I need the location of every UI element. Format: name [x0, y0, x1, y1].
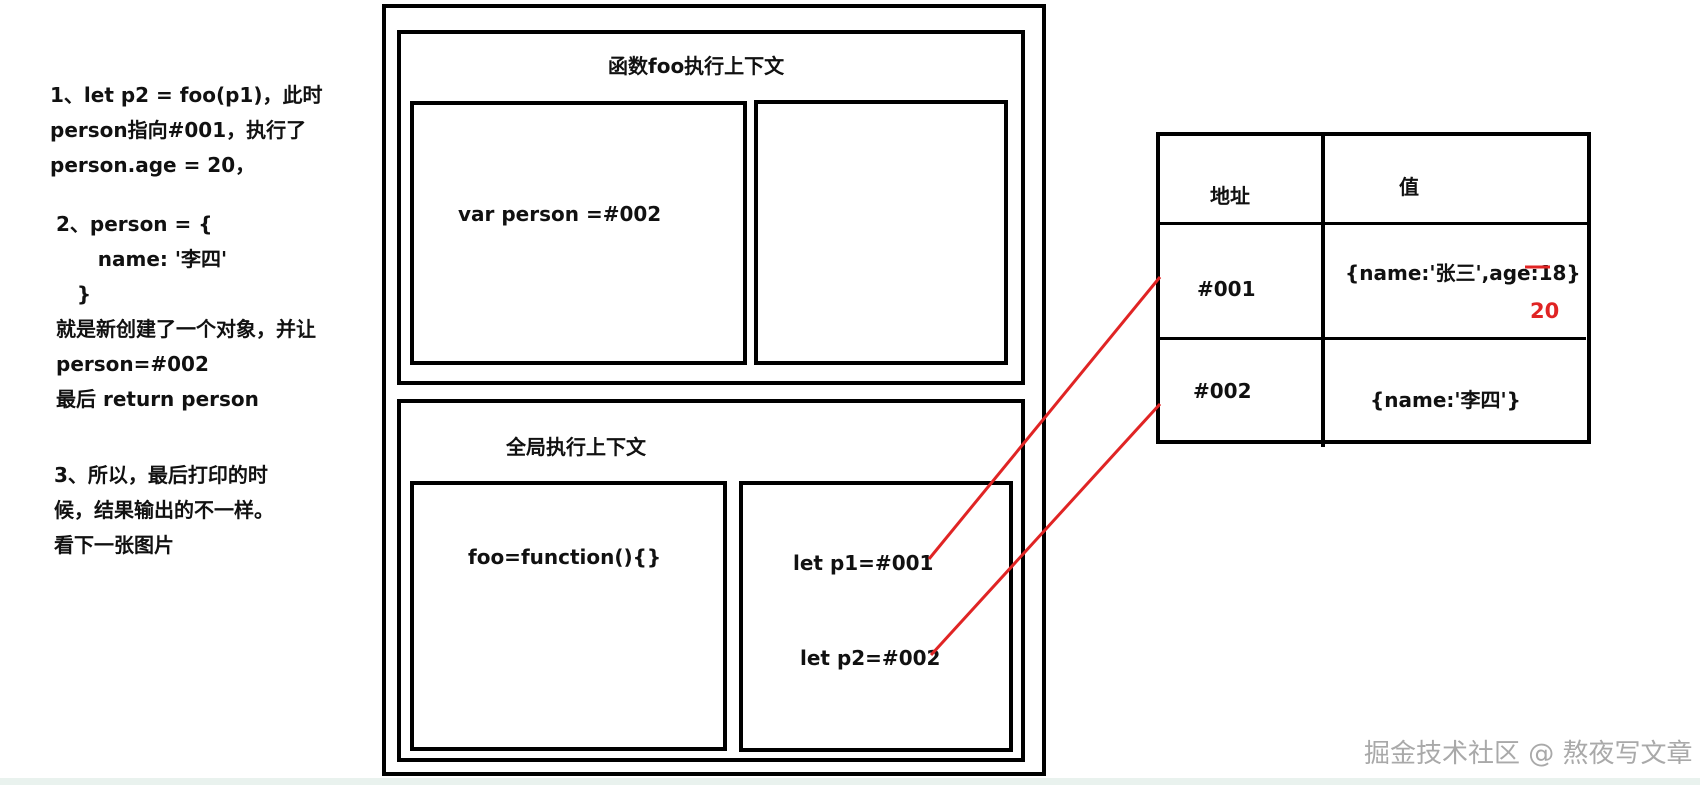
memory-row-2-address: #002 [1193, 379, 1252, 403]
global-foo-def: foo=function(){} [468, 545, 662, 569]
watermark: 掘金技术社区 @ 熬夜写文章 [1364, 739, 1693, 769]
memory-row-2-value: {name:'李四'} [1370, 388, 1521, 412]
global-functions-box [410, 481, 727, 751]
bottom-strip [0, 778, 1700, 785]
memory-table-row-divider [1156, 337, 1586, 340]
foo-var-person: var person =#002 [458, 202, 662, 226]
memory-table-header-divider [1156, 222, 1591, 225]
memory-table-column-divider [1321, 132, 1325, 447]
memory-header-value: 值 [1399, 175, 1419, 199]
global-let-p1: let p1=#001 [793, 551, 934, 575]
memory-header-address: 地址 [1210, 184, 1250, 208]
global-let-p2: let p2=#002 [800, 646, 941, 670]
note-step-2: 2、person = { name: '李四' } 就是新创建了一个对象，并让 … [56, 212, 316, 411]
global-variables-box [739, 481, 1013, 752]
foo-empty-box [754, 100, 1008, 365]
memory-row-1-value: {name:'张三',age:18} [1345, 261, 1581, 285]
foo-context-title: 函数foo执行上下文 [608, 54, 785, 78]
global-context-title: 全局执行上下文 [506, 435, 646, 459]
foo-variables-box [410, 101, 747, 365]
memory-row-1-address: #001 [1197, 277, 1256, 301]
foo-execution-context [397, 30, 1025, 385]
note-step-3: 3、所以，最后打印的时 候，结果输出的不一样。 看下一张图片 [54, 463, 274, 557]
note-step-1: 1、let p2 = foo(p1)，此时 person指向#001，执行了 p… [50, 83, 323, 177]
memory-row-1-new-age: 20 [1530, 299, 1560, 323]
